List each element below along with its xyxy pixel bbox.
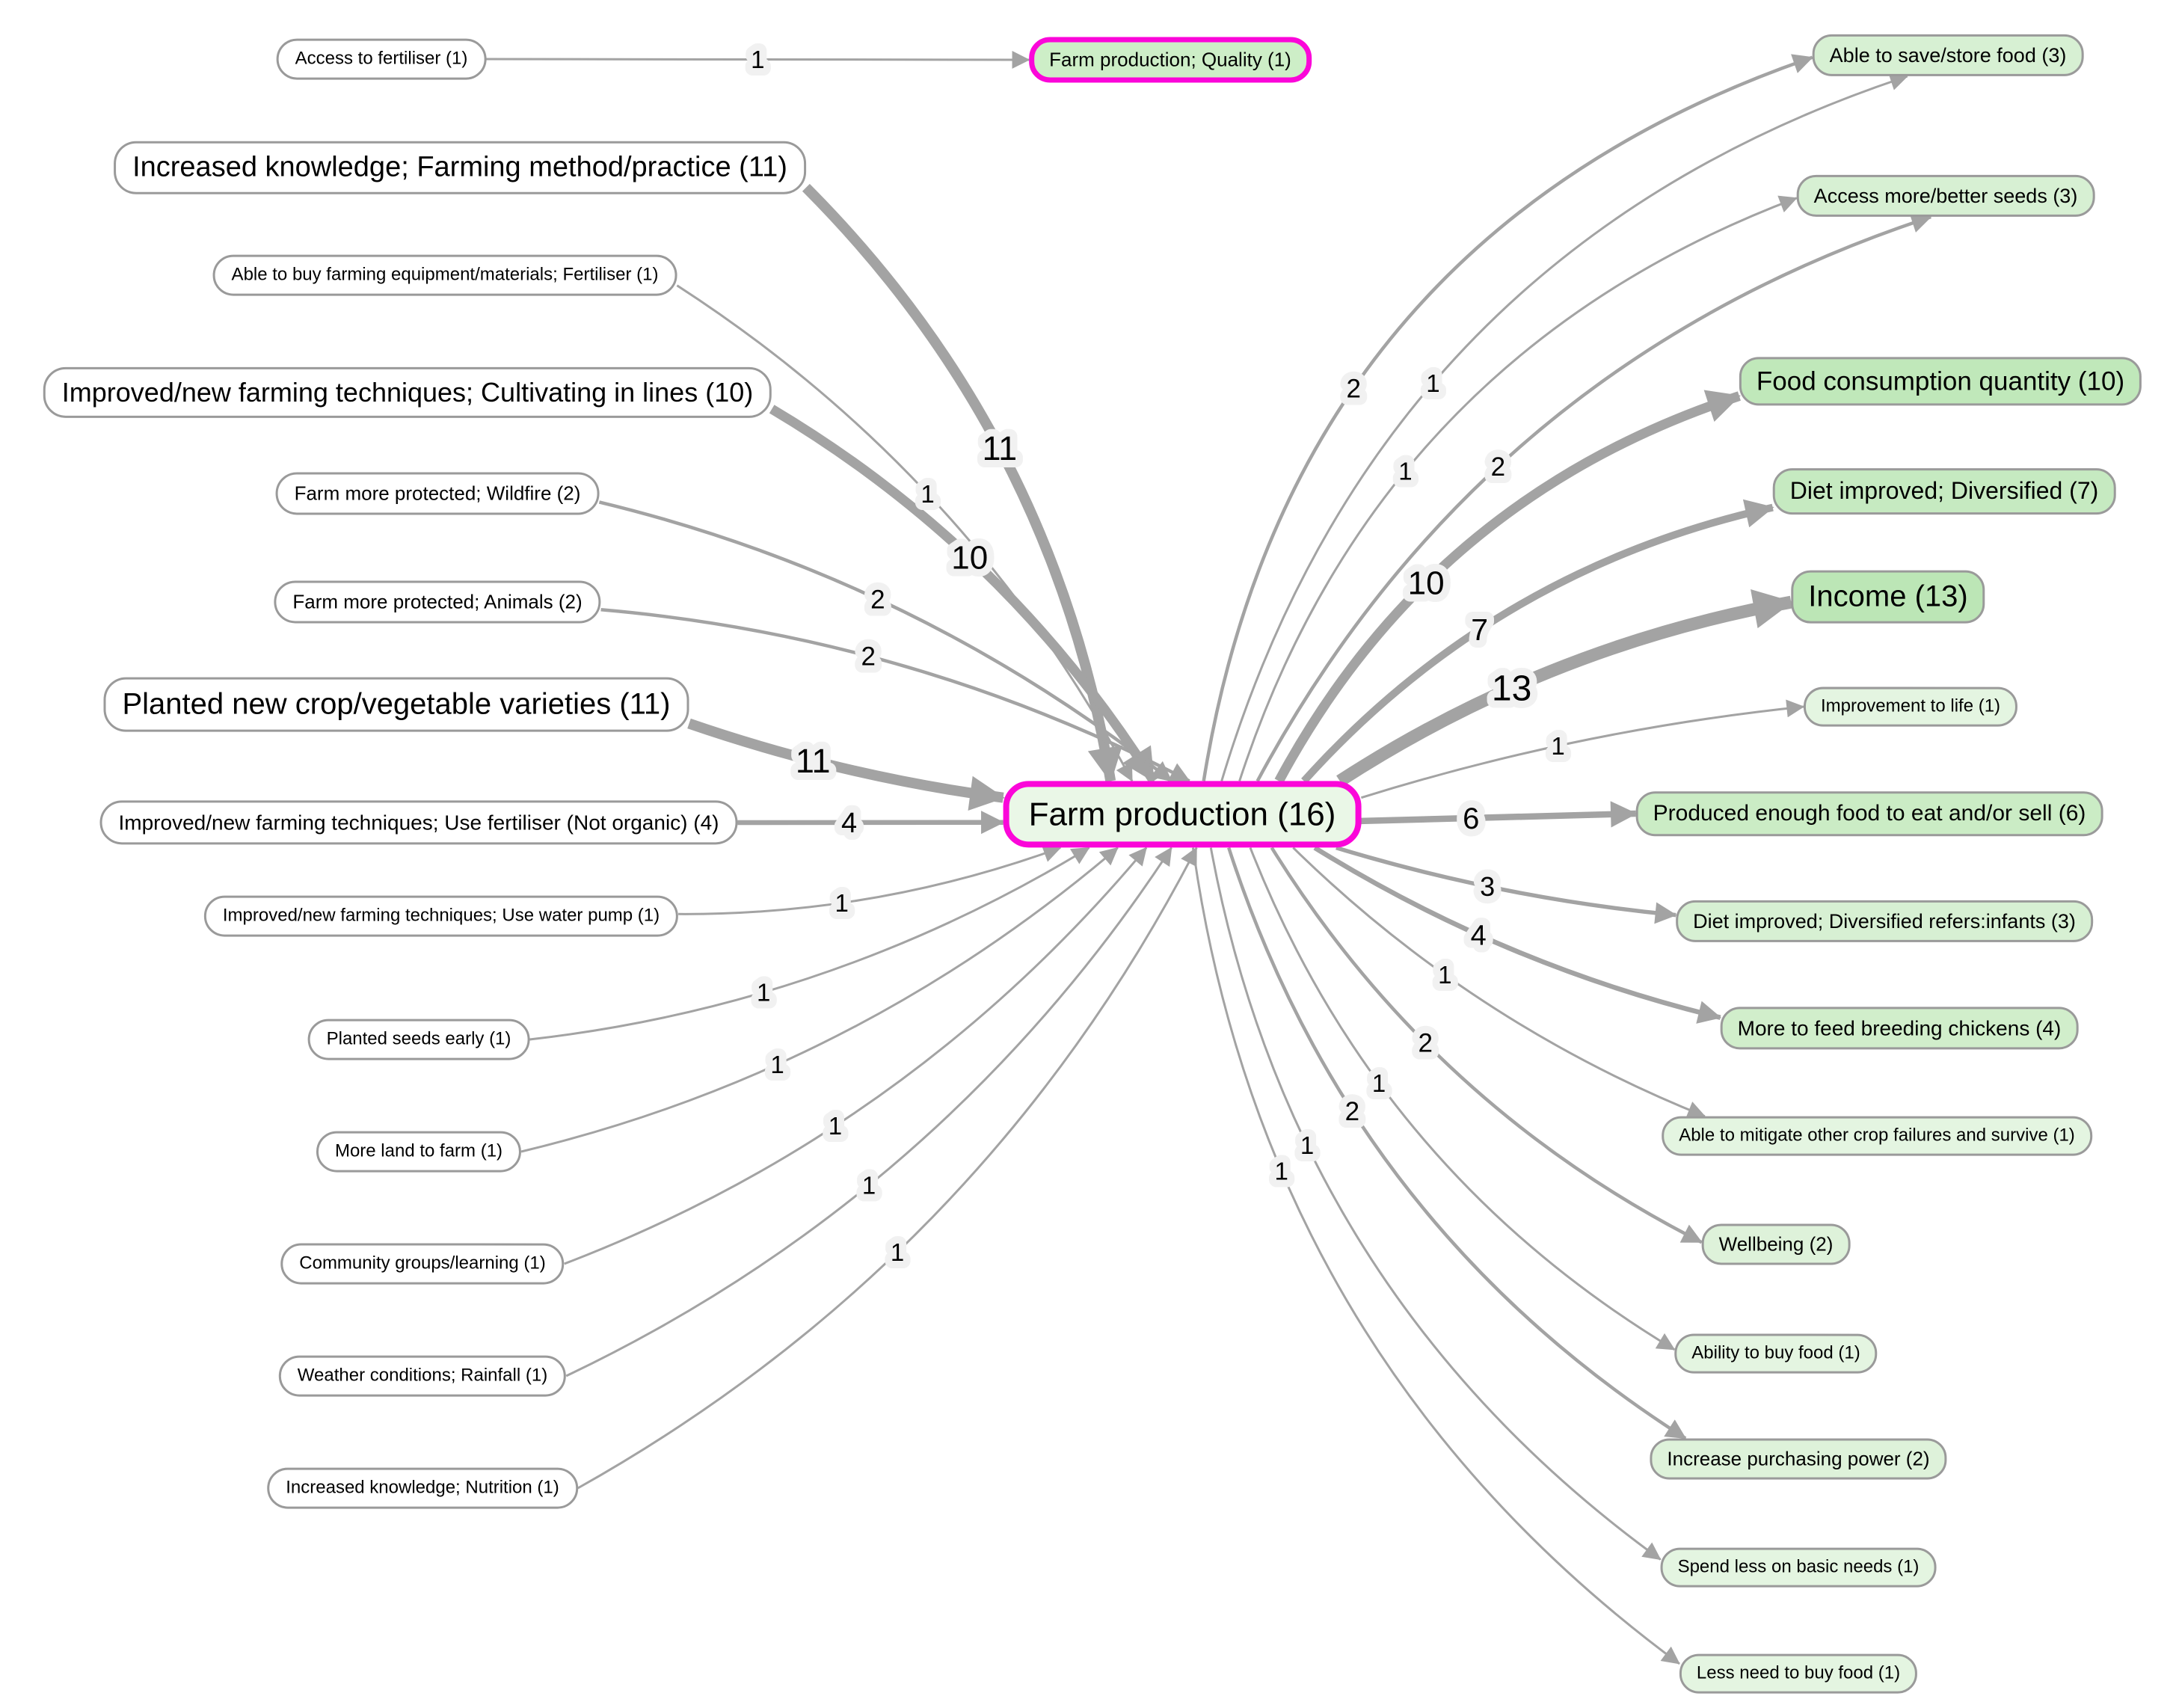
edge-weight-label: 4 <box>1471 920 1487 951</box>
edge-weight-label: 2 <box>1345 1097 1359 1126</box>
edge-planted-seeds-early-to-farm-production <box>529 847 1090 1041</box>
edge-weight-label: 4 <box>841 808 857 839</box>
node-diet-improved-diversified: Diet improved; Diversified (7) <box>1772 468 2116 514</box>
edge-increased-knowledge-farming-to-farm-production <box>802 183 1122 783</box>
edge-weight-label: 1 <box>921 480 934 508</box>
edge-more-land-to-farm-production <box>520 847 1119 1153</box>
edge-weight-label: 2 <box>1346 374 1360 403</box>
edge-weight-label: 6 <box>1463 802 1479 835</box>
edge-farm-production-to-increase-purchasing-power <box>1227 847 1687 1440</box>
node-farm-production-quality: Farm production; Quality (1) <box>1029 37 1312 83</box>
edge-weight-label: 1 <box>1372 1069 1386 1097</box>
edge-weight-label: 1 <box>862 1172 876 1199</box>
node-use-water-pump: Improved/new farming techniques; Use wat… <box>203 895 679 937</box>
edge-farm-production-to-diet-improved-diversified <box>1301 499 1774 784</box>
edge-planted-new-varieties-to-farm-production <box>687 718 1005 811</box>
edge-knowledge-nutrition-to-farm-production <box>577 847 1198 1490</box>
node-planted-seeds-early: Planted seeds early (1) <box>307 1019 530 1060</box>
edge-farm-production-to-access-better-seeds <box>1255 213 1932 782</box>
node-farm-production: Farm production (16) <box>1003 781 1362 848</box>
node-food-consumption-quantity: Food consumption quantity (10) <box>1739 357 2142 406</box>
edge-community-groups-to-farm-production <box>564 847 1148 1265</box>
edge-farm-production-to-diet-improved-infants <box>1336 845 1677 924</box>
edge-weight-label: 2 <box>861 642 875 672</box>
node-feed-breeding-chickens: More to feed breeding chickens (4) <box>1720 1007 2079 1050</box>
edge-weight-label: 1 <box>891 1238 904 1266</box>
node-diet-improved-infants: Diet improved; Diversified refers:infant… <box>1676 900 2093 943</box>
node-save-store-food: Able to save/store food (3) <box>1812 34 2084 77</box>
node-mitigate-crop-failures: Able to mitigate other crop failures and… <box>1662 1116 2092 1156</box>
node-use-fertiliser-not-organic: Improved/new farming techniques; Use fer… <box>99 800 738 845</box>
node-community-groups: Community groups/learning (1) <box>280 1243 565 1285</box>
edge-farm-production-to-feed-breeding-chickens <box>1313 845 1722 1024</box>
node-increased-knowledge-farming: Increased knowledge; Farming method/prac… <box>114 141 806 194</box>
edge-weight-label: 11 <box>982 429 1017 467</box>
edge-farm-production-to-income <box>1336 589 1793 787</box>
edge-farm-production-to-ability-buy-food <box>1249 847 1676 1351</box>
node-access-fertiliser: Access to fertiliser (1) <box>276 38 487 80</box>
node-income: Income (13) <box>1791 570 1985 624</box>
edge-weight-label: 1 <box>1300 1131 1314 1159</box>
edge-weight-label: 2 <box>1491 452 1505 482</box>
edge-weight-label: 1 <box>1426 369 1439 397</box>
node-more-land: More land to farm (1) <box>316 1131 522 1173</box>
node-access-better-seeds: Access more/better seeds (3) <box>1796 174 2095 218</box>
edge-farm-production-to-improvement-to-life <box>1360 699 1805 799</box>
edge-weight-label: 10 <box>1408 565 1445 602</box>
edge-use-water-pump-to-farm-production <box>678 845 1062 915</box>
edge-weight-label: 11 <box>796 742 831 780</box>
edge-protected-wildfire-to-farm-production <box>598 500 1172 783</box>
node-improvement-to-life: Improvement to life (1) <box>1803 686 2018 727</box>
node-protected-animals: Farm more protected; Animals (2) <box>274 580 601 624</box>
edge-weight-label: 1 <box>751 46 764 73</box>
edge-farm-production-to-save-store-food <box>1220 73 1908 781</box>
edge-farm-production-to-mitigate-crop-failures <box>1292 847 1706 1119</box>
edge-weight-label: 1 <box>835 889 849 917</box>
node-protected-wildfire: Farm more protected; Wildfire (2) <box>275 472 600 515</box>
edge-weight-label: 10 <box>951 540 988 577</box>
node-spend-less-basic-needs: Spend less on basic needs (1) <box>1660 1547 1937 1588</box>
edge-weight-label: 1 <box>1551 732 1564 760</box>
edge-improved-cultivating-lines-to-farm-production <box>769 405 1158 784</box>
node-knowledge-nutrition: Increased knowledge; Nutrition (1) <box>267 1467 578 1509</box>
edge-access-fertiliser-to-farm-production-quality <box>486 51 1030 69</box>
edge-farm-production-to-less-need-buy-food <box>1191 847 1680 1665</box>
edge-weather-rainfall-to-farm-production <box>565 847 1172 1377</box>
edge-farm-production-to-save-store-food <box>1202 54 1813 781</box>
edge-weight-label: 1 <box>1398 457 1412 485</box>
node-weather-rainfall: Weather conditions; Rainfall (1) <box>278 1355 567 1397</box>
edge-able-buy-equipment-to-farm-production <box>676 284 1134 782</box>
node-wellbeing: Wellbeing (2) <box>1701 1223 1851 1265</box>
edge-weight-label: 1 <box>770 1051 784 1078</box>
node-less-need-buy-food: Less need to buy food (1) <box>1679 1653 1918 1694</box>
node-improved-cultivating-lines: Improved/new farming techniques; Cultiva… <box>43 366 772 419</box>
edge-farm-production-to-access-better-seeds <box>1238 195 1798 781</box>
edge-weight-label: 13 <box>1492 669 1531 709</box>
edge-farm-production-to-spend-less-basic-needs <box>1209 847 1662 1561</box>
edge-weight-label: 2 <box>1418 1029 1432 1058</box>
node-increase-purchasing-power: Increase purchasing power (2) <box>1650 1438 1947 1480</box>
edge-farm-production-to-food-consumption-quantity <box>1274 390 1742 784</box>
edge-weight-label: 1 <box>1275 1158 1288 1185</box>
node-able-buy-equipment: Able to buy farming equipment/materials;… <box>212 254 677 296</box>
edge-weight-label: 3 <box>1480 871 1495 902</box>
edge-weight-label: 1 <box>1438 961 1451 989</box>
node-planted-new-varieties: Planted new crop/vegetable varieties (11… <box>103 677 689 732</box>
node-produced-enough-food: Produced enough food to eat and/or sell … <box>1635 791 2103 836</box>
edge-weight-label: 7 <box>1471 612 1488 647</box>
edge-weight-label: 1 <box>829 1112 842 1140</box>
edge-protected-animals-to-farm-production <box>600 608 1190 783</box>
edge-farm-production-to-wellbeing <box>1270 847 1703 1244</box>
node-ability-buy-food: Ability to buy food (1) <box>1674 1333 1878 1374</box>
edge-weight-label: 1 <box>757 979 770 1007</box>
edge-farm-production-to-produced-enough-food <box>1361 801 1638 828</box>
edge-weight-label: 2 <box>870 585 885 614</box>
